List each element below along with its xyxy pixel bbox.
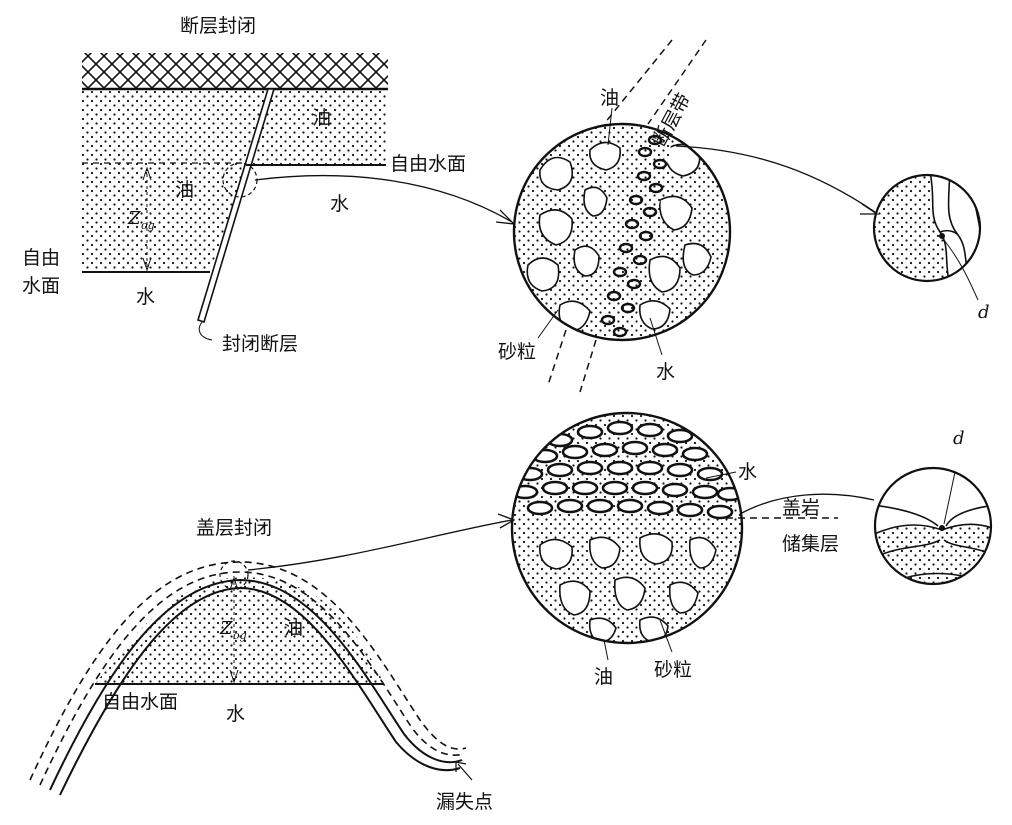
sealed-fault-line <box>197 88 276 324</box>
label-water-left: 水 <box>136 286 155 308</box>
label-zog-symbol-bottom: Z <box>219 618 233 639</box>
reservoir-dotted-area-bottom <box>95 577 384 684</box>
label-zog-subscript-bottom: og <box>233 629 247 642</box>
caprock-seal-cross-section <box>29 513 516 796</box>
label-water-curve: 水 <box>330 193 349 215</box>
label-zog-symbol: Z <box>127 208 141 229</box>
label-pore-d-bottom: d <box>953 428 965 449</box>
label-water-bottom: 水 <box>226 703 245 725</box>
pore-throat-zoom-bottom <box>873 466 993 586</box>
label-oil-mid: 油 <box>175 179 194 201</box>
label-sand-grain-top: 砂粒 <box>498 341 536 363</box>
label-oil-upper: 油 <box>312 107 331 129</box>
fault-seal-title: 断层封闭 <box>180 15 256 37</box>
label-zoom-water-bottom: 水 <box>738 461 757 483</box>
label-free-surface-left-line2: 水面 <box>22 275 60 297</box>
label-spill-point: 漏失点 <box>436 791 493 813</box>
label-zoom-oil-bottom: 油 <box>594 666 613 688</box>
label-oil-bottom: 油 <box>284 617 303 639</box>
label-free-water-surface-bottom: 自由水面 <box>102 691 178 713</box>
pore-throat-zoom-top <box>872 173 982 301</box>
label-zoom-water-top: 水 <box>656 361 675 383</box>
label-zoom-oil: 油 <box>600 87 619 109</box>
fault-seal-cross-section <box>82 53 516 341</box>
caprock-zoom-circle <box>510 411 875 661</box>
label-zog-subscript: og <box>141 219 155 232</box>
reservoir-dotted-area <box>82 89 388 272</box>
label-reservoir: 储集层 <box>782 533 839 555</box>
label-fault-zone: 断层带 <box>649 90 695 151</box>
cap-rock-hatch <box>82 53 388 89</box>
label-pore-d-top: d <box>978 302 990 323</box>
label-sealed-fault: 封闭断层 <box>222 333 298 355</box>
label-sand-grain-bottom: 砂粒 <box>654 659 692 681</box>
label-free-surface-left-line1: 自由 <box>22 247 60 269</box>
label-free-water-surface-right: 自由水面 <box>390 153 466 175</box>
caprock-seal-title: 盖层封闭 <box>196 517 272 539</box>
label-cap-rock: 盖岩 <box>782 497 820 519</box>
leader-arrow <box>254 174 513 223</box>
fault-zone-zoom-circle <box>512 39 880 393</box>
